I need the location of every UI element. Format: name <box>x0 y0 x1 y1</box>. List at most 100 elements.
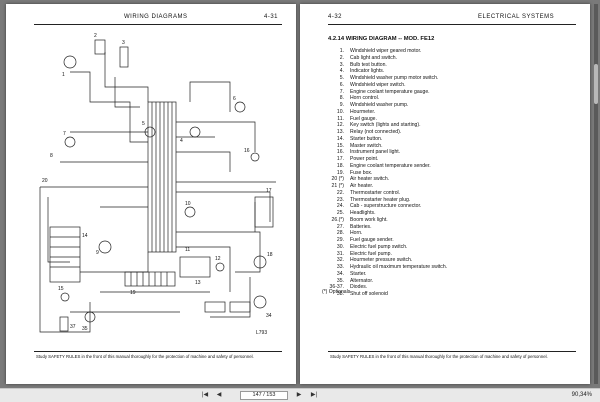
page-number: 4-31 <box>264 14 279 20</box>
legend-item-text: Horn. <box>350 230 363 237</box>
legend-item-number: 2. <box>339 54 344 61</box>
legend-item-text: Indicator lights. <box>350 68 385 75</box>
section-title: 4.2.14 WIRING DIAGRAM -- MOD. FE12 <box>328 36 435 42</box>
legend-item: 25. Headlights. <box>322 210 572 217</box>
legend-item: 7.Engine coolant temperature gauge. <box>322 89 572 96</box>
legend-item-number: 35. <box>336 277 344 284</box>
legend-item: 31.Electric fuel pump. <box>322 251 572 258</box>
next-page-button[interactable]: ▶ <box>296 392 302 398</box>
legend-item: 19.Fuse box. <box>322 170 572 177</box>
legend-item-number: 10. <box>336 108 344 115</box>
callout-8: 8 <box>50 153 53 159</box>
legend-item-text: Starter button. <box>350 135 383 142</box>
legend-item: 10. Hourmeter. <box>322 109 572 116</box>
callout-7: 7 <box>63 131 66 137</box>
legend-item-text: Instrument panel light. <box>350 149 401 156</box>
callout-19: 19 <box>130 290 136 296</box>
legend-item-text: Hourmeter. <box>350 108 376 115</box>
legend-item: 33.Hydraulic oil maximum temperature swi… <box>322 264 572 271</box>
legend-item: 15.Master switch. <box>322 143 572 150</box>
callout-13: 13 <box>195 280 201 286</box>
legend-item: 14.Starter button. <box>322 136 572 143</box>
header-rule <box>34 24 282 25</box>
legend-item-text: Cab light and switch. <box>350 54 398 61</box>
legend-item-number: 32. <box>336 257 344 264</box>
legend-item: 38.Shut off solenoid <box>322 291 572 298</box>
optionals-note: (*) Optionals <box>322 289 351 295</box>
harness-bundle <box>147 101 177 253</box>
legend-item-text: Windshield washer pump motor switch. <box>350 75 439 81</box>
legend-item-text: Batteries. <box>350 223 372 230</box>
page-footer-note: Study SAFETY RULES in the front of this … <box>330 354 548 359</box>
legend-item-number: 6. <box>339 81 344 88</box>
legend-item-text: Diodes. <box>350 284 368 291</box>
legend-item-text: Bulb test button. <box>350 61 387 68</box>
legend-item-text: Hourmeter pressure switch. <box>350 257 413 264</box>
page-header-title: WIRING DIAGRAMS <box>124 14 188 20</box>
zoom-level[interactable]: 90,34% <box>571 392 592 398</box>
legend-item-number: 29. <box>336 237 344 243</box>
legend-item-number: 22. <box>336 189 344 196</box>
legend-item: 3. Bulb test button. <box>322 62 572 69</box>
legend-item: 28.Horn. <box>322 230 572 237</box>
legend-item-number: 3. <box>339 61 344 68</box>
legend-item-number: 5. <box>339 75 344 81</box>
viewer-toolbar: |◀ ◀ 147 / 153 ▶ ▶| 90,34% <box>0 388 600 402</box>
legend-item-text: Hydraulic oil maximum temperature switch… <box>350 264 448 270</box>
legend-item-text: Electric fuel pump. <box>350 250 392 257</box>
legend-item: 36-37. Diodes. <box>322 284 572 291</box>
callout-4: 4 <box>180 138 183 144</box>
legend-item: 11. Fuel gauge. <box>322 116 572 123</box>
legend-item-text: Engine coolant temperature sender. <box>350 162 431 169</box>
prev-page-button[interactable]: ◀ <box>216 392 222 398</box>
legend-item: 35.Alternator. <box>322 278 572 285</box>
legend-item: 18.Engine coolant temperature sender. <box>322 163 572 170</box>
first-page-button[interactable]: |◀ <box>201 392 209 398</box>
legend-item-number: 12. <box>336 122 344 129</box>
legend-item-number: 13. <box>336 129 344 135</box>
legend-item-text: Windshield wiper geared motor. <box>350 48 422 54</box>
legend-item: 1.Windshield wiper geared motor. <box>322 48 572 55</box>
legend-item-text: Thermostarter heater plug. <box>350 196 411 203</box>
legend-item-text: Key switch (lights and starting). <box>350 122 421 129</box>
footer-rule <box>34 351 282 352</box>
page-number-input[interactable]: 147 / 153 <box>240 391 288 400</box>
callout-1: 1 <box>62 72 65 78</box>
legend-item-number: 11. <box>337 115 344 122</box>
legend-item-number: 9. <box>339 102 344 108</box>
callout-5: 5 <box>142 121 145 127</box>
legend-item-text: Electric fuel pump switch. <box>350 243 408 250</box>
legend-item-number: 16. <box>336 149 344 156</box>
legend-item-text: Fuel gauge. <box>350 115 377 122</box>
document-viewport[interactable]: WIRING DIAGRAMS 4-31 <box>0 0 600 388</box>
legend-item-text: Air heater. <box>350 183 374 189</box>
legend-item-text: Master switch. <box>350 142 383 149</box>
legend-item: 20 (*)Air heater switch. <box>322 176 572 183</box>
page-footer-note: Study SAFETY RULES in the front of this … <box>36 354 254 359</box>
diagram-ref-code: L793 <box>256 330 267 336</box>
legend-item: 32. Hourmeter pressure switch. <box>322 257 572 264</box>
legend-item-text: Relay (not connected). <box>350 129 402 135</box>
legend-item-number: 21 (*) <box>331 183 344 189</box>
callout-17: 17 <box>266 188 272 194</box>
vertical-scrollbar[interactable] <box>594 4 598 384</box>
legend-item-number: 23. <box>336 196 344 203</box>
legend-item: 9.Windshield washer pump. <box>322 102 572 109</box>
legend-item-text: Cab - superstructure connector. <box>350 203 422 210</box>
legend-item: 27.Batteries. <box>322 224 572 231</box>
legend-item-text: Engine coolant temperature gauge. <box>350 88 430 95</box>
legend-item-text: Headlights. <box>350 210 376 216</box>
scrollbar-thumb[interactable] <box>594 64 598 104</box>
last-page-button[interactable]: ▶| <box>310 392 318 398</box>
legend-item: 26.(*)Boom work light. <box>322 217 572 224</box>
legend-item: 21 (*) Air heater. <box>322 183 572 190</box>
legend-item: 16. Instrument panel light. <box>322 149 572 156</box>
callout-14: 14 <box>82 233 88 239</box>
legend-item-number: 36-37. <box>329 284 344 291</box>
callout-9: 9 <box>96 250 99 256</box>
callout-34: 34 <box>266 313 272 319</box>
callout-11: 11 <box>185 247 190 253</box>
legend-item-text: Windshield wiper switch. <box>350 81 406 88</box>
callout-35: 35 <box>82 326 88 332</box>
legend-item-number: 25. <box>336 210 344 216</box>
